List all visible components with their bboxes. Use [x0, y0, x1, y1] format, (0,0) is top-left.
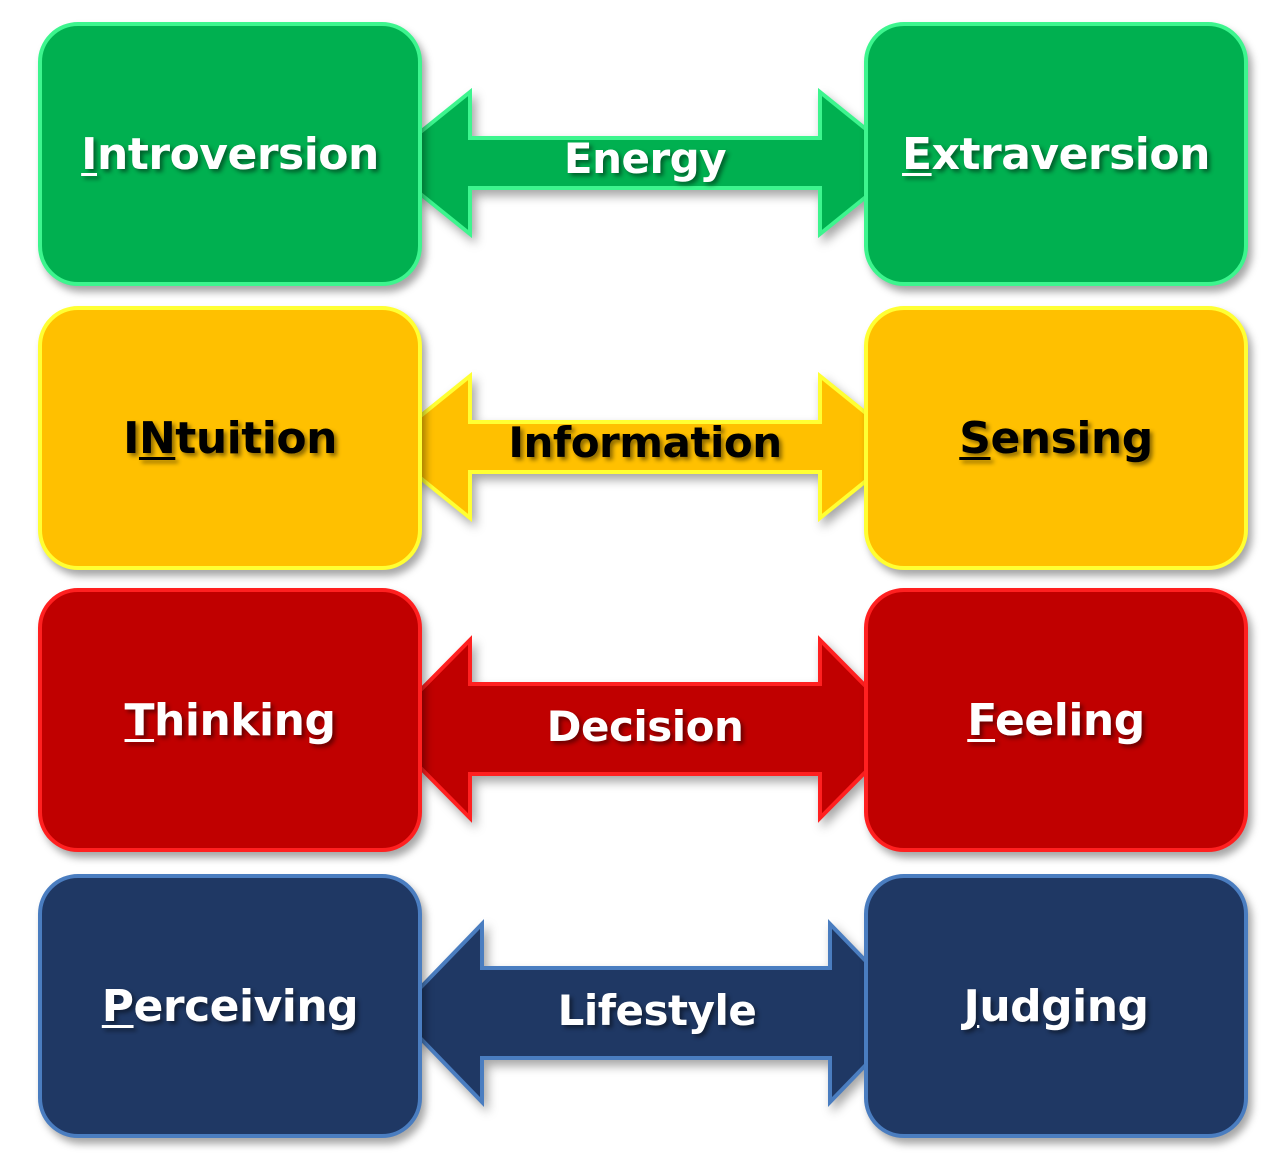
- sensing-box: Sensing: [864, 306, 1248, 570]
- extraversion-label: Extraversion: [902, 128, 1210, 180]
- judging-box: Judging: [864, 874, 1248, 1138]
- thinking-label: Thinking: [124, 694, 336, 746]
- perceiving-label: Perceiving: [101, 980, 359, 1032]
- perceiving-box: Perceiving: [38, 874, 422, 1138]
- information-row: INtuition Sensing Information: [0, 306, 1277, 576]
- introversion-box: Introversion: [38, 22, 422, 286]
- decision-label: Decision: [546, 702, 744, 751]
- energy-label: Energy: [563, 134, 727, 183]
- lifestyle-row: Perceiving Judging Lifestyle: [0, 874, 1277, 1144]
- thinking-letter: T: [124, 694, 155, 746]
- introversion-label: Introversion: [81, 128, 379, 180]
- thinking-box: Thinking: [38, 588, 422, 852]
- extraversion-letter: E: [902, 128, 932, 180]
- extraversion-box: Extraversion: [864, 22, 1248, 286]
- lifestyle-label: Lifestyle: [557, 986, 757, 1035]
- perceiving-letter: P: [101, 980, 134, 1032]
- intuition-label: INtuition: [123, 412, 337, 464]
- introversion-letter: I: [81, 128, 98, 180]
- decision-row: Thinking Feeling Decision: [0, 588, 1277, 858]
- feeling-box: Feeling: [864, 588, 1248, 852]
- sensing-letter: S: [959, 412, 991, 464]
- intuition-box: INtuition: [38, 306, 422, 570]
- judging-letter: J: [963, 980, 980, 1032]
- intuition-letter: N: [138, 412, 176, 464]
- sensing-label: Sensing: [959, 412, 1153, 464]
- energy-row: Introversion Extraversion Energy: [0, 22, 1277, 292]
- information-label: Information: [508, 418, 782, 467]
- feeling-label: Feeling: [967, 694, 1145, 746]
- judging-label: Judging: [963, 980, 1149, 1032]
- feeling-letter: F: [967, 694, 996, 746]
